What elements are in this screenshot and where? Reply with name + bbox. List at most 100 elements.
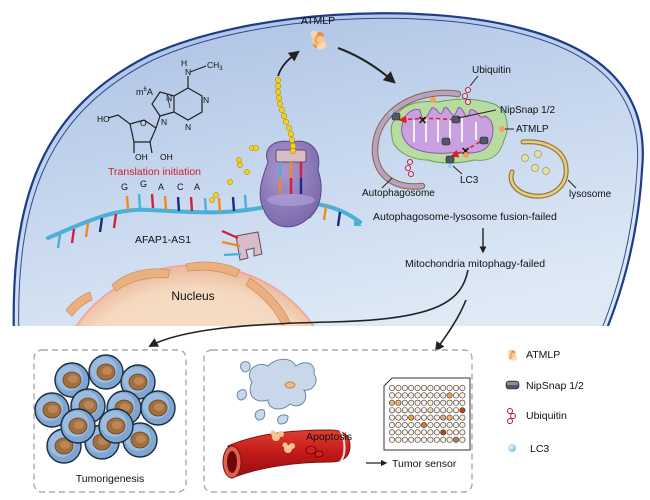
plate-well bbox=[427, 421, 434, 428]
rna-label: AFAP1-AS1 bbox=[135, 234, 191, 246]
plate-well bbox=[446, 384, 453, 391]
rna-base bbox=[176, 196, 181, 212]
nipsnap-icon bbox=[505, 380, 520, 390]
mitochondrion-inner bbox=[401, 107, 494, 154]
plate-well bbox=[420, 436, 427, 443]
plate-well bbox=[401, 407, 408, 414]
plate-well bbox=[459, 407, 466, 414]
atmlp-blob-part bbox=[316, 35, 325, 44]
plate-well bbox=[440, 436, 447, 443]
plate-well bbox=[433, 421, 440, 428]
atmlp-blob-part bbox=[511, 352, 516, 357]
blood-vessel bbox=[222, 429, 351, 479]
plate-well bbox=[427, 407, 434, 414]
cell-membrane-inner bbox=[18, 17, 639, 326]
ubiquitin-chain-bottom bbox=[404, 158, 415, 178]
legend-label-ubiquitin: Ubiquitin bbox=[526, 410, 567, 422]
plate-well bbox=[440, 399, 447, 406]
atmlp-blob-part bbox=[316, 42, 325, 50]
plate-well bbox=[452, 392, 459, 399]
plate-well bbox=[459, 421, 466, 428]
amino-acid-bead bbox=[275, 94, 283, 102]
rna-base bbox=[163, 195, 168, 211]
plate-well bbox=[395, 421, 402, 428]
plate-well bbox=[440, 392, 447, 399]
plate-well bbox=[395, 414, 402, 421]
plate-well bbox=[414, 421, 421, 428]
plate-well bbox=[433, 392, 440, 399]
amino-acid-bead bbox=[280, 112, 288, 120]
peptide-chain bbox=[274, 76, 297, 155]
rna-base bbox=[189, 196, 194, 212]
plate-well bbox=[388, 399, 395, 406]
plate-well bbox=[440, 421, 447, 428]
legend-label-nipsnap: NipSnap 1/2 bbox=[526, 380, 584, 392]
plate-well bbox=[459, 414, 466, 421]
legend-item-nipsnap: NipSnap 1/2 bbox=[505, 380, 584, 392]
plate-well bbox=[440, 384, 447, 391]
nucleus-label: Nucleus bbox=[171, 289, 214, 303]
hydroxyl-2: OH bbox=[160, 152, 173, 162]
plate-well bbox=[408, 384, 415, 391]
plate-well bbox=[401, 421, 408, 428]
plate-well bbox=[401, 429, 408, 436]
plate-well bbox=[440, 429, 447, 436]
plate-well bbox=[427, 384, 434, 391]
atmlp-blob-part bbox=[507, 349, 513, 354]
plate-well bbox=[459, 384, 466, 391]
flow-step-1: Autophagosome-lysosome fusion-failed bbox=[373, 211, 557, 223]
plate-well bbox=[452, 421, 459, 428]
plate-well bbox=[446, 399, 453, 406]
plate-well bbox=[452, 414, 459, 421]
base-a2: A bbox=[194, 182, 200, 192]
plate-well bbox=[427, 392, 434, 399]
free-amino-acid bbox=[253, 145, 259, 151]
amine-n: N bbox=[185, 67, 191, 77]
amino-acid-bead bbox=[276, 100, 284, 108]
atmlp-on-mito bbox=[430, 97, 505, 158]
plate-well bbox=[408, 421, 415, 428]
tumor-cell-nucleus-highlight bbox=[48, 405, 58, 413]
plate-well bbox=[388, 384, 395, 391]
rna-base bbox=[150, 193, 155, 209]
plate-well bbox=[388, 436, 395, 443]
free-amino-acid bbox=[244, 169, 250, 175]
rna-base bbox=[56, 233, 62, 249]
arrow-atmlp-to-mito bbox=[337, 47, 396, 84]
plate-well bbox=[433, 384, 440, 391]
plate-well bbox=[408, 392, 415, 399]
plate-well bbox=[401, 436, 408, 443]
base-g2: G bbox=[140, 179, 147, 189]
legend-item-atmlp: ATMLP bbox=[507, 349, 560, 361]
tumor-cell-nucleus-highlight bbox=[136, 435, 146, 443]
legend: ATMLP NipSnap 1/2 Ubiquitin LC3 bbox=[505, 349, 584, 455]
lysosome-vesicles bbox=[521, 150, 550, 175]
atmlp-icon bbox=[507, 349, 518, 361]
ubiquitin-label: Ubiquitin bbox=[472, 65, 511, 76]
plate-wells bbox=[388, 384, 466, 443]
free-amino-acid bbox=[236, 157, 242, 163]
leader-lines bbox=[381, 75, 577, 189]
ring-n7: N bbox=[166, 93, 172, 103]
nucleus: Nucleus bbox=[65, 261, 315, 326]
rna-arrowhead bbox=[354, 218, 362, 226]
plate-well bbox=[452, 384, 459, 391]
tumor-cell-nucleus-highlight bbox=[60, 441, 70, 449]
tumor-cell-nucleus-highlight bbox=[120, 403, 130, 411]
free-trna bbox=[221, 229, 263, 261]
plate-well bbox=[414, 436, 421, 443]
ubiquitin-chain-top bbox=[461, 86, 472, 106]
plate-well bbox=[433, 407, 440, 414]
well-plate bbox=[383, 377, 471, 451]
plate-well bbox=[388, 429, 395, 436]
lc3-label: LC3 bbox=[460, 175, 479, 186]
plate-well bbox=[401, 399, 408, 406]
plate-well bbox=[414, 384, 421, 391]
plate-well bbox=[433, 436, 440, 443]
plate-well bbox=[395, 399, 402, 406]
tumor-cell-nucleus-highlight bbox=[134, 377, 144, 385]
plate-well bbox=[452, 429, 459, 436]
amino-acid-bead bbox=[285, 124, 293, 132]
free-amino-acid bbox=[213, 192, 219, 198]
